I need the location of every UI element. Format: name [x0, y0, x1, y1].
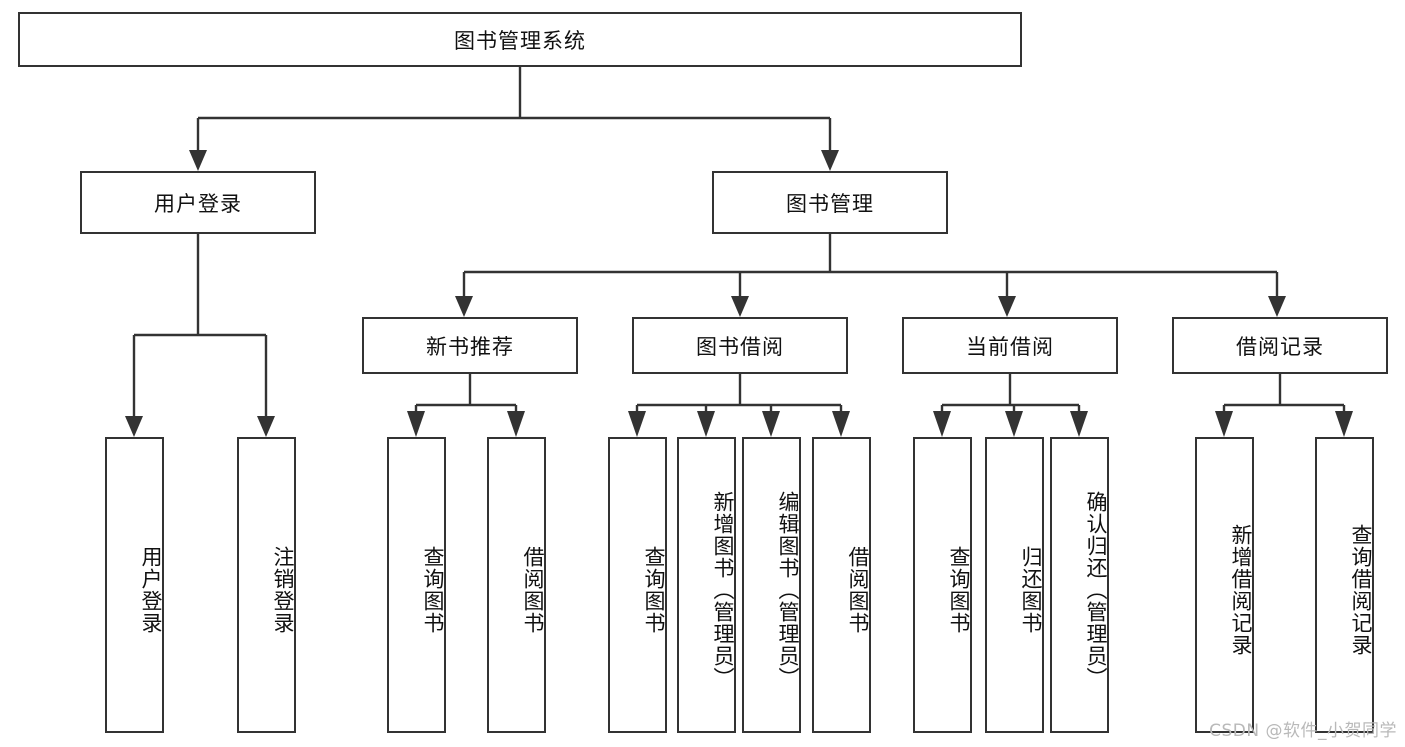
node-new-book-recommend-label: 新书推荐 [426, 334, 514, 359]
leaf-label: 确认归还（管理员） [1084, 491, 1108, 689]
arrow-record-l2 [1335, 411, 1353, 437]
arrow-user-l1 [125, 416, 143, 437]
leaf-label: 新增图书（管理员） [711, 491, 735, 689]
arrow-current-l1 [933, 411, 951, 437]
node-book-borrow-label: 图书借阅 [696, 334, 784, 359]
node-borrow-record[interactable]: 借阅记录 [1172, 317, 1388, 374]
arrow-newbook-l2 [507, 411, 525, 437]
leaf-label: 查询图书 [642, 546, 666, 634]
arrow-root-to-user [189, 150, 207, 171]
arrow-root-to-book [821, 150, 839, 171]
arrow-book-c3 [998, 296, 1016, 317]
leaf-label: 注销登录 [271, 546, 295, 634]
arrow-current-l2 [1005, 411, 1023, 437]
arrow-record-l1 [1215, 411, 1233, 437]
leaf-current-borrow-confirm[interactable]: 确认归还（管理员） [1050, 437, 1109, 733]
node-new-book-recommend[interactable]: 新书推荐 [362, 317, 578, 374]
arrow-borrow-l3 [762, 411, 780, 437]
leaf-user-login-logout[interactable]: 注销登录 [237, 437, 296, 733]
arrow-book-c2 [731, 296, 749, 317]
arrow-book-c4 [1268, 296, 1286, 317]
node-current-borrow[interactable]: 当前借阅 [902, 317, 1118, 374]
node-user-login[interactable]: 用户登录 [80, 171, 316, 234]
leaf-book-borrow-add[interactable]: 新增图书（管理员） [677, 437, 736, 733]
node-borrow-record-label: 借阅记录 [1236, 334, 1324, 359]
node-book-management[interactable]: 图书管理 [712, 171, 948, 234]
leaf-label: 新增借阅记录 [1229, 524, 1253, 656]
arrow-user-l2 [257, 416, 275, 437]
arrow-borrow-l4 [832, 411, 850, 437]
node-root[interactable]: 图书管理系统 [18, 12, 1022, 67]
leaf-current-borrow-query[interactable]: 查询图书 [913, 437, 972, 733]
leaf-user-login-login[interactable]: 用户登录 [105, 437, 164, 733]
leaf-label: 借阅图书 [521, 546, 545, 634]
leaf-book-borrow-query[interactable]: 查询图书 [608, 437, 667, 733]
arrow-newbook-l1 [407, 411, 425, 437]
leaf-new-book-borrow[interactable]: 借阅图书 [487, 437, 546, 733]
leaf-borrow-record-add[interactable]: 新增借阅记录 [1195, 437, 1254, 733]
leaf-current-borrow-return[interactable]: 归还图书 [985, 437, 1044, 733]
leaf-label: 查询图书 [421, 546, 445, 634]
arrow-borrow-l2 [697, 411, 715, 437]
leaf-label: 查询借阅记录 [1349, 524, 1373, 656]
node-book-management-label: 图书管理 [786, 191, 874, 216]
leaf-borrow-record-query[interactable]: 查询借阅记录 [1315, 437, 1374, 733]
leaf-label: 编辑图书（管理员） [776, 491, 800, 689]
arrow-book-c1 [455, 296, 473, 317]
leaf-label: 用户登录 [139, 546, 163, 634]
node-book-borrow[interactable]: 图书借阅 [632, 317, 848, 374]
leaf-new-book-query[interactable]: 查询图书 [387, 437, 446, 733]
arrow-borrow-l1 [628, 411, 646, 437]
leaf-label: 归还图书 [1019, 546, 1043, 634]
leaf-book-borrow-borrow[interactable]: 借阅图书 [812, 437, 871, 733]
leaf-label: 借阅图书 [846, 546, 870, 634]
leaf-label: 查询图书 [947, 546, 971, 634]
node-current-borrow-label: 当前借阅 [966, 334, 1054, 359]
arrow-current-l3 [1070, 411, 1088, 437]
node-user-login-label: 用户登录 [154, 191, 242, 216]
leaf-book-borrow-edit[interactable]: 编辑图书（管理员） [742, 437, 801, 733]
node-root-label: 图书管理系统 [454, 28, 586, 53]
